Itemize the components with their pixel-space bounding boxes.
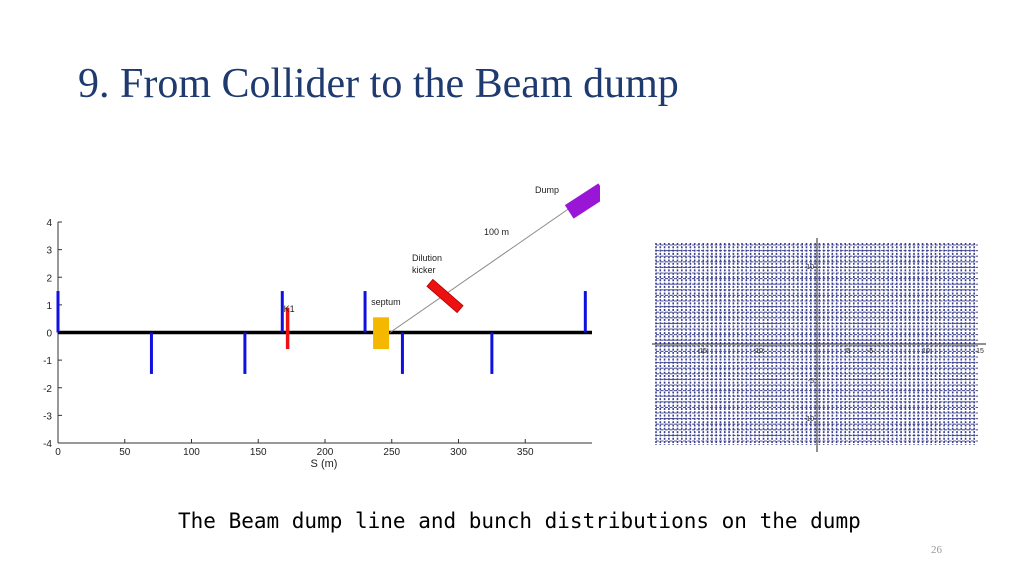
- beamline-axes: -4 -3 -2 -1 0 1 2 3 4 0 50 100 150 200 250 300 350: [43, 218, 592, 458]
- x-axis-label: S (m): [311, 458, 338, 470]
- y-tick-label: 3: [46, 246, 52, 257]
- x-tick-label: 150: [250, 447, 267, 458]
- dilution-kicker-label: Dilution: [412, 253, 442, 263]
- distribution-axes: -15 -10 5 10 15 -5 10 -5 -10: [652, 238, 986, 452]
- beam-dump: [564, 183, 600, 219]
- x-tick-label: 100: [183, 447, 200, 458]
- beamline-elements: K1 septum Dilution kicker 100 m Dump: [56, 183, 600, 374]
- y-tick-label: -3: [43, 411, 52, 422]
- dist-y-tick-label: 10: [806, 264, 814, 271]
- x-tick-label: 50: [119, 447, 131, 458]
- x-tick-label: 350: [517, 447, 534, 458]
- y-tick-label: -1: [43, 356, 52, 367]
- septum-block: [373, 317, 390, 350]
- dist-x-tick-label: 5: [846, 348, 850, 355]
- dist-x-tick-label: 10: [922, 348, 930, 355]
- y-tick-label: 2: [46, 273, 52, 284]
- x-tick-label: 300: [450, 447, 467, 458]
- extraction-line: [389, 193, 591, 333]
- beam-dump-line-diagram: -4 -3 -2 -1 0 1 2 3 4 0 50 100 150 200 250 300 350 K1 sep…: [43, 183, 600, 470]
- slide-caption: The Beam dump line and bunch distributio…: [178, 509, 861, 533]
- y-tick-label: 4: [46, 218, 52, 229]
- bunch-distribution-plot: -15 -10 5 10 15 -5 10 -5 -10: [652, 238, 986, 452]
- x-tick-label: 0: [55, 447, 61, 458]
- y-tick-label: 0: [46, 329, 52, 340]
- dilution-kicker: [426, 278, 464, 314]
- dist-y-tick-label: -10: [804, 416, 814, 423]
- slide-title: 9. From Collider to the Beam dump: [78, 61, 679, 107]
- dist-x-tick-label: -10: [753, 348, 763, 355]
- dist-y-tick-label: -5: [808, 378, 814, 385]
- x-tick-label: 200: [317, 447, 334, 458]
- y-tick-label: 1: [46, 301, 52, 312]
- dilution-kicker-label: kicker: [412, 265, 436, 275]
- y-tick-label: -2: [43, 384, 52, 395]
- dump-label: Dump: [535, 185, 559, 195]
- y-tick-label: -4: [43, 439, 52, 450]
- dist-x-tick-label: -5: [867, 348, 873, 355]
- dist-x-tick-label: -15: [697, 348, 707, 355]
- septum-label: septum: [371, 297, 401, 307]
- distance-label: 100 m: [484, 227, 509, 237]
- x-tick-label: 250: [383, 447, 400, 458]
- dist-x-tick-label: 15: [976, 348, 984, 355]
- page-number: 26: [931, 544, 942, 556]
- k1-label: K1: [284, 304, 295, 314]
